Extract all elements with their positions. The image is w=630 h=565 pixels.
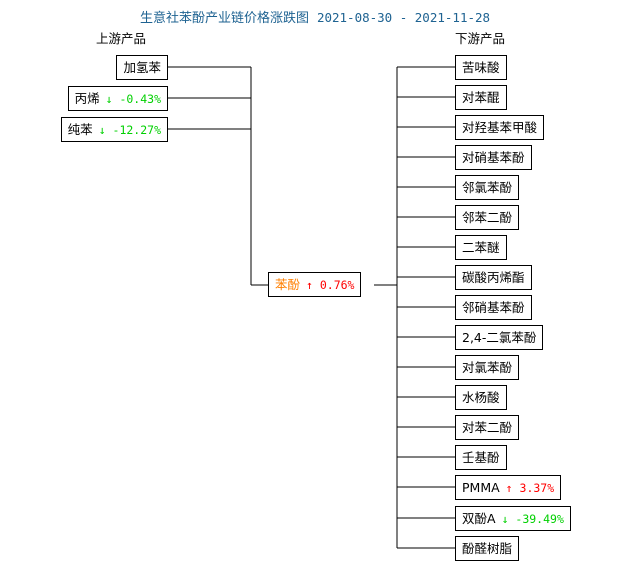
- node-label: 加氢苯: [123, 60, 161, 75]
- node-change-down: ↓ -0.43%: [105, 92, 161, 106]
- node-label: 对苯二酚: [462, 420, 513, 435]
- node-label: 纯苯: [67, 122, 93, 137]
- downstream-node-10[interactable]: 2,4-二氯苯酚: [455, 325, 544, 350]
- node-label: 水杨酸: [462, 390, 500, 405]
- upstream-node-3[interactable]: 纯苯 ↓ -12.27%: [60, 117, 168, 142]
- downstream-node-7[interactable]: 二苯醚: [455, 235, 507, 260]
- node-label: 二苯醚: [462, 240, 500, 255]
- upstream-column-header: 上游产品: [96, 31, 147, 46]
- node-label: 邻苯二酚: [462, 210, 513, 225]
- downstream-node-8[interactable]: 碳酸丙烯酯: [455, 265, 532, 290]
- downstream-column-header: 下游产品: [455, 31, 506, 46]
- downstream-node-12[interactable]: 水杨酸: [455, 385, 507, 410]
- title-date-range: 2021-08-30 - 2021-11-28: [316, 10, 491, 25]
- downstream-node-1[interactable]: 苦味酸: [455, 55, 507, 80]
- downstream-node-14[interactable]: 壬基酚: [455, 445, 507, 470]
- node-label: 双酚A: [462, 511, 496, 526]
- node-label: 苦味酸: [462, 60, 500, 75]
- node-change-up: ↑ 3.37%: [505, 481, 555, 495]
- downstream-node-6[interactable]: 邻苯二酚: [455, 205, 520, 230]
- downstream-node-4[interactable]: 对硝基苯酚: [455, 145, 532, 170]
- downstream-node-3[interactable]: 对羟基苯甲酸: [455, 115, 545, 140]
- node-label: 邻氯苯酚: [462, 180, 513, 195]
- upstream-node-1[interactable]: 加氢苯: [116, 55, 168, 80]
- downstream-node-17[interactable]: 酚醛树脂: [455, 536, 520, 561]
- node-label: 壬基酚: [462, 450, 500, 465]
- node-label: 邻硝基苯酚: [462, 300, 525, 315]
- node-label: 对苯醌: [462, 90, 500, 105]
- upstream-node-2[interactable]: 丙烯 ↓ -0.43%: [67, 86, 168, 111]
- center-node-change: ↑ 0.76%: [306, 278, 355, 292]
- node-label: 对硝基苯酚: [462, 150, 525, 165]
- downstream-node-5[interactable]: 邻氯苯酚: [455, 175, 520, 200]
- center-node-name: 苯酚: [275, 277, 301, 292]
- downstream-node-11[interactable]: 对氯苯酚: [455, 355, 520, 380]
- page-title: 生意社苯酚产业链价格涨跌图 2021-08-30 - 2021-11-28: [0, 7, 630, 26]
- title-text: 生意社苯酚产业链价格涨跌图: [139, 11, 309, 26]
- node-change-down: ↓ -39.49%: [501, 512, 564, 526]
- downstream-node-15[interactable]: PMMA ↑ 3.37%: [455, 475, 562, 500]
- downstream-node-2[interactable]: 对苯醌: [455, 85, 507, 110]
- downstream-node-13[interactable]: 对苯二酚: [455, 415, 520, 440]
- downstream-node-9[interactable]: 邻硝基苯酚: [455, 295, 532, 320]
- node-label: 碳酸丙烯酯: [462, 270, 525, 285]
- node-change-down: ↓ -12.27%: [98, 123, 161, 137]
- downstream-node-16[interactable]: 双酚A ↓ -39.49%: [455, 506, 571, 531]
- node-label: 对氯苯酚: [462, 360, 513, 375]
- node-label: PMMA: [462, 480, 500, 495]
- node-label: 丙烯: [74, 91, 100, 106]
- node-label: 2,4-二氯苯酚: [462, 330, 537, 345]
- node-label: 对羟基苯甲酸: [462, 120, 538, 135]
- center-node-phenol[interactable]: 苯酚 ↑ 0.76%: [268, 272, 362, 297]
- node-label: 酚醛树脂: [462, 541, 513, 556]
